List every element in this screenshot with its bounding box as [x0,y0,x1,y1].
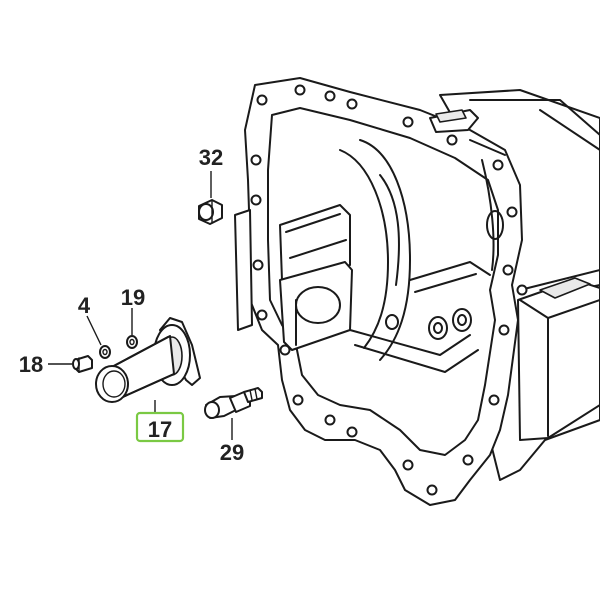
highlight-box-17[interactable] [135,411,185,443]
part-4-washer [99,345,111,359]
part-17-sleeve [95,317,201,403]
part-32-plug [198,199,223,225]
callout-32: 32 [199,145,223,170]
callout-29: 29 [220,440,244,465]
leader-4 [86,315,102,346]
callout-19: 19 [121,285,145,310]
part-19-oring [126,335,138,349]
transmission-housing [244,77,600,506]
callout-18: 18 [19,352,43,377]
flange-bolt-holes [250,84,528,496]
callout-17[interactable]: 17 [148,417,172,442]
housing-side-tab [234,209,253,331]
part-18-screw [72,355,93,373]
part-29-sensor [204,387,263,419]
callout-4: 4 [78,293,91,318]
